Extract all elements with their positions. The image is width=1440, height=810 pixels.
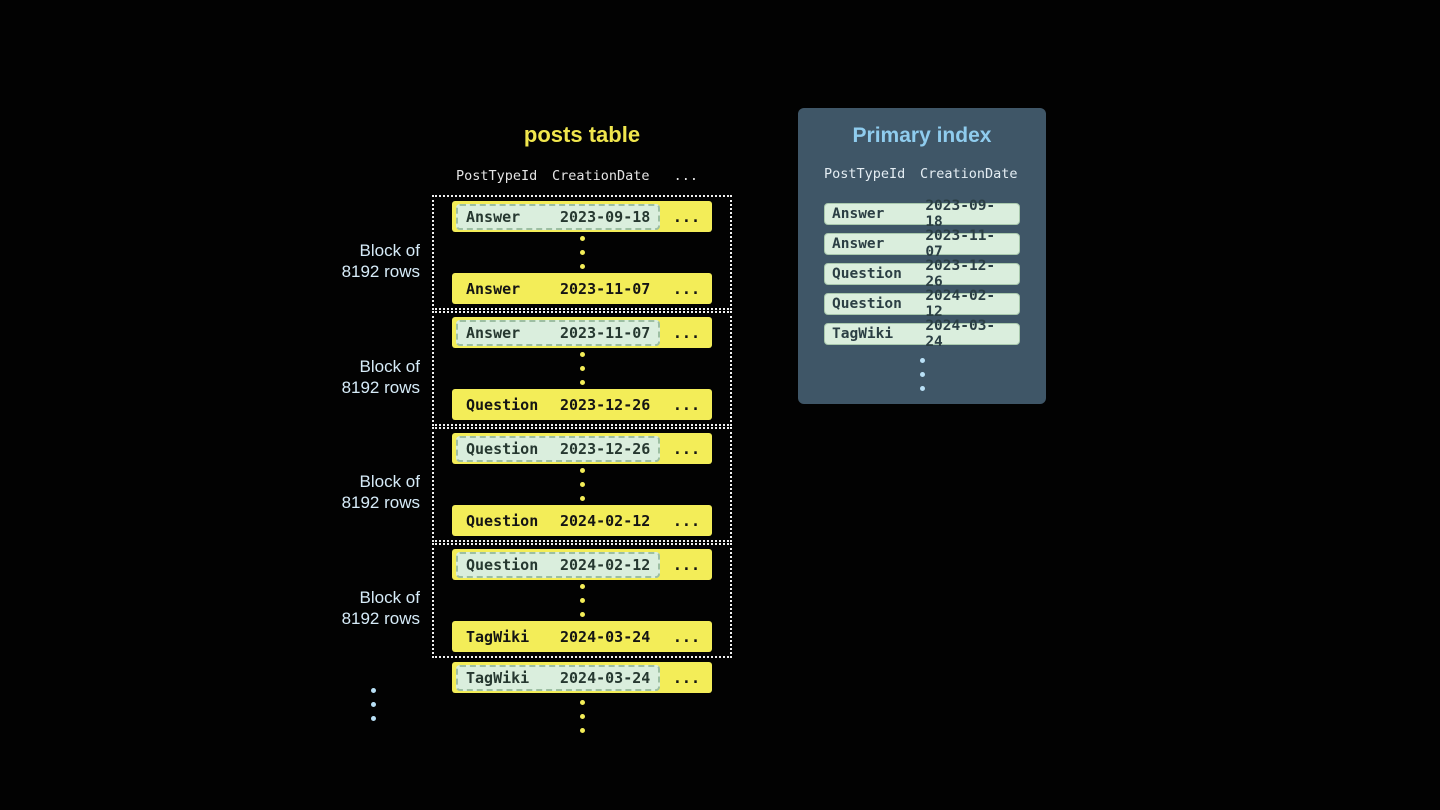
table-row: Answer 2023-09-18 ... [452,201,712,232]
primary-index-column-header: PostTypeId CreationDate [824,166,1020,182]
table-row: Answer 2023-11-07 ... [452,317,712,348]
vertical-ellipsis-dots [579,468,585,501]
row-cells: Answer 2023-11-07 [456,276,660,302]
primary-index-panel: Primary index PostTypeId CreationDate An… [798,108,1046,404]
more-columns: ... [672,395,700,414]
creation-date-cell: 2023-11-07 [560,323,651,342]
posts-table-blocks: Answer 2023-09-18 ... Answer 2023-11-07 … [432,195,732,658]
more-columns: ... [672,279,700,298]
post-type-cell: Question [466,555,539,574]
indexed-entry-highlight: Question 2024-02-12 [456,551,661,578]
creation-date-cell: 2023-09-18 [925,198,996,230]
vertical-ellipsis-dots [579,700,585,733]
more-blocks-indicator [371,688,376,721]
creation-date-cell: 2024-03-24 [560,668,651,687]
primary-index-title: Primary index [852,124,992,147]
vertical-ellipsis-dots [579,584,585,617]
row-cells: Question 2024-02-12 [456,508,660,534]
creation-date-cell: 2023-11-07 [560,279,651,298]
more-columns: ... [672,439,700,458]
more-columns: ... [672,511,700,530]
row-cells: Question 2023-12-26 [456,392,660,418]
posts-table-column-header: PostTypeId CreationDate ... [456,168,712,184]
block-label-4: Block of 8192 rows [250,587,420,629]
post-type-cell: Question [832,266,902,282]
more-index-entries-indicator [798,358,1046,391]
post-type-cell: TagWiki [466,668,530,687]
post-type-cell: Question [466,511,539,530]
block-4: Question 2024-02-12 ... TagWiki 2024-03-… [432,543,732,658]
creation-date-cell: 2024-02-12 [560,511,651,530]
indexed-entry-highlight: Answer 2023-11-07 [456,319,661,346]
index-entry: Answer 2023-11-07 [824,228,1020,260]
post-type-cell: Answer [466,323,521,342]
indexed-entry-highlight: Answer 2023-09-18 [456,203,661,230]
primary-index-rows: Answer 2023-09-18 Answer 2023-11-07 Ques… [824,198,1020,350]
column-creationdate: CreationDate [920,166,1018,182]
vertical-ellipsis-dots [919,358,925,391]
more-columns: ... [672,555,700,574]
creation-date-cell: 2023-12-26 [560,395,651,414]
block-label-line1: Block of [359,588,420,607]
post-type-cell: Answer [466,207,521,226]
index-entry: Question 2024-02-12 [824,288,1020,320]
indexed-entry-highlight: Question 2023-12-26 [456,435,661,462]
more-columns: ... [672,207,700,226]
block-1: Answer 2023-09-18 ... Answer 2023-11-07 … [432,195,732,310]
block-label-line2: 8192 rows [341,493,420,512]
more-columns: ... [672,627,700,646]
column-creationdate: CreationDate [552,168,650,184]
more-columns: ... [672,323,700,342]
index-entry: Question 2023-12-26 [824,258,1020,290]
creation-date-cell: 2023-09-18 [560,207,651,226]
column-posttypeid: PostTypeId [456,168,538,184]
table-row: Question 2023-12-26 ... [452,433,712,464]
table-row: Question 2024-02-12 ... [452,549,712,580]
more-columns: ... [672,668,700,687]
creation-date-cell: 2023-12-26 [560,439,651,458]
more-rows-indicator [452,700,712,733]
column-posttypeid: PostTypeId [824,166,906,182]
creation-date-cell: 2024-02-12 [560,555,651,574]
vertical-ellipsis-dots [579,352,585,385]
vertical-ellipsis-dots [579,236,585,269]
post-type-cell: Answer [832,236,885,252]
index-entry: Answer 2023-09-18 [824,198,1020,230]
creation-date-cell: 2024-03-24 [925,318,996,350]
table-row: Question 2023-12-26 ... [452,389,712,420]
block-2: Answer 2023-11-07 ... Question 2023-12-2… [432,311,732,426]
post-type-cell: TagWiki [466,627,530,646]
post-type-cell: Question [832,296,902,312]
block-label-line1: Block of [359,357,420,376]
index-entry: TagWiki 2024-03-24 [824,318,1020,350]
post-type-cell: Question [466,395,539,414]
row-cells: TagWiki 2024-03-24 [456,624,660,650]
block-label-line1: Block of [359,472,420,491]
block-label-2: Block of 8192 rows [250,356,420,398]
post-type-cell: Question [466,439,539,458]
block-label-line2: 8192 rows [341,378,420,397]
table-row: TagWiki 2024-03-24 ... [452,621,712,652]
post-type-cell: Answer [466,279,521,298]
block-label-line2: 8192 rows [341,609,420,628]
block-label-3: Block of 8192 rows [250,471,420,513]
block-label-line1: Block of [359,241,420,260]
table-row: Question 2024-02-12 ... [452,505,712,536]
creation-date-cell: 2023-12-26 [925,258,996,290]
post-type-cell: TagWiki [832,326,894,342]
posts-table-title: posts table [523,122,641,147]
post-type-cell: Answer [832,206,885,222]
table-row: Answer 2023-11-07 ... [452,273,712,304]
block-3: Question 2023-12-26 ... Question 2024-02… [432,427,732,542]
block-label-line2: 8192 rows [341,262,420,281]
indexed-entry-highlight: TagWiki 2024-03-24 [456,664,661,691]
table-row-next-block-start: TagWiki 2024-03-24 ... [452,662,712,693]
creation-date-cell: 2023-11-07 [925,228,996,260]
creation-date-cell: 2024-03-24 [560,627,651,646]
block-label-1: Block of 8192 rows [250,240,420,282]
column-more: ... [673,168,698,184]
creation-date-cell: 2024-02-12 [925,288,996,320]
vertical-ellipsis-dots [371,688,376,721]
